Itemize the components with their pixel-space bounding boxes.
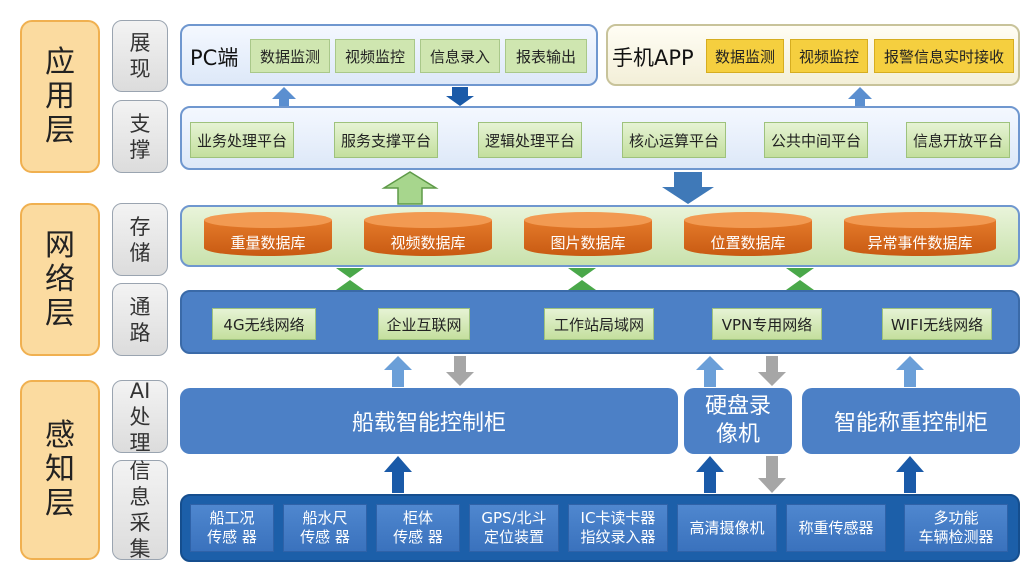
db-location[interactable]	[684, 212, 812, 256]
platform-middleware[interactable]: 公共中间平台	[764, 122, 868, 158]
platform-logic[interactable]: 逻辑处理平台	[478, 122, 582, 158]
platform-open-info[interactable]: 信息开放平台	[906, 122, 1010, 158]
layer-sensing: 感知层	[20, 380, 100, 560]
pc-item-report-output[interactable]: 报表输出	[505, 39, 587, 73]
device-ship-condition-sensor[interactable]: 船工况 传感 器	[190, 504, 274, 552]
arrow-up-icon	[384, 456, 412, 493]
db-weight-label: 重量数据库	[230, 234, 306, 252]
arrow-up-icon	[896, 356, 924, 387]
layer-sensing-label: 感知层	[45, 418, 75, 521]
sublayer-support: 支撑	[112, 100, 168, 173]
bowtie-connector-icon	[336, 268, 814, 290]
pc-panel: PC端 数据监测 视频监控 信息录入 报表输出	[180, 24, 598, 86]
layer-app-label: 应用层	[45, 44, 75, 148]
pc-item-info-entry[interactable]: 信息录入	[420, 39, 500, 73]
device-cabinet-sensor[interactable]: 柜体 传感 器	[376, 504, 460, 552]
sublayer-collect: 信息采集	[112, 459, 168, 561]
layer-network-label: 网络层	[45, 227, 75, 331]
device-ic-fingerprint[interactable]: IC卡读卡器 指纹录入器	[568, 504, 668, 552]
db-image-label: 图片数据库	[550, 234, 626, 252]
network-4g[interactable]: 4G无线网络	[212, 308, 316, 340]
arrow-up-icon	[384, 356, 412, 387]
network-panel: 4G无线网络 企业互联网 工作站局域网 VPN专用网络 WIFI无线网络	[180, 290, 1020, 354]
platform-panel: 业务处理平台 服务支撑平台 逻辑处理平台 核心运算平台 公共中间平台 信息开放平…	[180, 106, 1020, 170]
db-image[interactable]	[524, 212, 652, 256]
arrow-down-icon	[446, 356, 474, 386]
weighing-control-cabinet[interactable]: 智能称重控制柜	[802, 388, 1020, 454]
db-location-label: 位置数据库	[710, 234, 786, 252]
arrow-down-icon	[758, 356, 786, 386]
pc-item-data-monitor[interactable]: 数据监测	[250, 39, 330, 73]
network-wifi[interactable]: WIFI无线网络	[882, 308, 992, 340]
db-abnormal[interactable]	[844, 212, 996, 256]
ship-control-cabinet[interactable]: 船载智能控制柜	[180, 388, 678, 454]
platform-core[interactable]: 核心运算平台	[622, 122, 726, 158]
device-weight-sensor[interactable]: 称重传感器	[786, 504, 886, 552]
arrow-up-icon	[896, 456, 924, 493]
arrow-down-icon	[446, 87, 474, 106]
mobile-item-data-monitor[interactable]: 数据监测	[706, 39, 784, 73]
device-vehicle-detector[interactable]: 多功能 车辆检测器	[904, 504, 1008, 552]
sublayer-channel: 通路	[112, 283, 168, 356]
layer-app: 应用层	[20, 20, 100, 173]
arrow-up-icon	[848, 87, 872, 106]
pc-title: PC端	[190, 46, 239, 70]
arrow-up-icon	[381, 171, 439, 205]
mobile-title: 手机APP	[612, 46, 694, 70]
device-gps-beidou[interactable]: GPS/北斗 定位装置	[469, 504, 559, 552]
arrow-up-icon	[696, 456, 724, 493]
db-weight[interactable]	[204, 212, 332, 256]
platform-business[interactable]: 业务处理平台	[190, 122, 294, 158]
db-video[interactable]	[364, 212, 492, 256]
mobile-item-video-monitor[interactable]: 视频监控	[790, 39, 868, 73]
device-hd-camera[interactable]: 高清摄像机	[677, 504, 777, 552]
layer-network: 网络层	[20, 203, 100, 356]
network-vpn[interactable]: VPN专用网络	[712, 308, 822, 340]
arrow-down-icon	[662, 172, 714, 204]
device-draft-gauge-sensor[interactable]: 船水尺 传感 器	[283, 504, 367, 552]
sublayer-display: 展现	[112, 20, 168, 92]
arrow-down-icon	[758, 456, 786, 493]
network-enterprise-internet[interactable]: 企业互联网	[378, 308, 470, 340]
pc-item-video-monitor[interactable]: 视频监控	[335, 39, 415, 73]
db-abnormal-label: 异常事件数据库	[867, 234, 973, 252]
sublayer-storage: 存储	[112, 203, 168, 276]
sublayer-ai: AI处理	[112, 379, 168, 455]
platform-service[interactable]: 服务支撑平台	[334, 122, 438, 158]
hard-disk-recorder[interactable]: 硬盘录像机	[684, 388, 792, 454]
mobile-panel: 手机APP 数据监测 视频监控 报警信息实时接收	[606, 24, 1020, 86]
network-workstation-lan[interactable]: 工作站局域网	[544, 308, 654, 340]
db-video-label: 视频数据库	[390, 234, 466, 252]
arrow-up-icon	[696, 356, 724, 387]
mobile-item-alarm-receive[interactable]: 报警信息实时接收	[874, 39, 1014, 73]
arrow-up-icon	[272, 87, 296, 106]
devices-panel: 船工况 传感 器 船水尺 传感 器 柜体 传感 器 GPS/北斗 定位装置 IC…	[180, 494, 1020, 562]
